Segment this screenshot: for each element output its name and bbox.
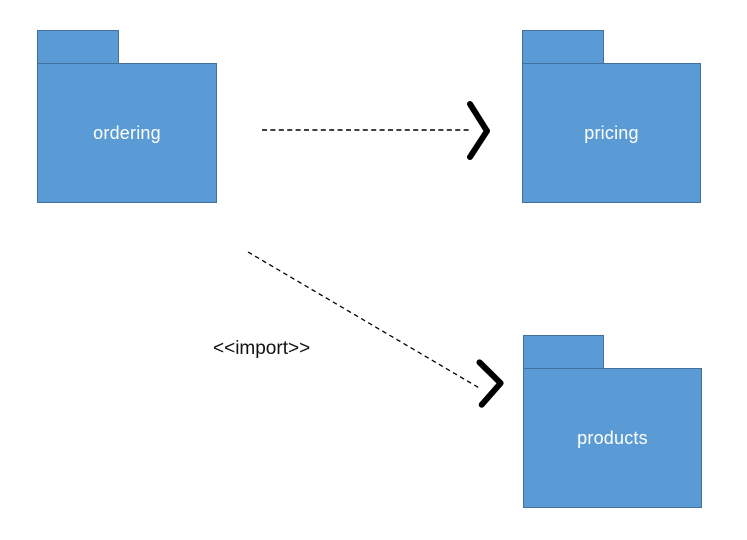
connector-ordering-to-products	[247, 251, 504, 408]
package-body-ordering: ordering	[37, 63, 217, 203]
package-label-pricing: pricing	[584, 123, 639, 143]
package-label-ordering: ordering	[93, 123, 161, 143]
package-tab-ordering	[37, 30, 119, 64]
arrowhead-open-icon	[467, 101, 490, 160]
package-body-products: products	[523, 368, 702, 508]
package-tab-pricing	[522, 30, 604, 64]
connector-label-import: <<import>>	[213, 338, 311, 359]
connector-ordering-to-pricing	[262, 101, 490, 160]
package-label-products: products	[577, 428, 648, 448]
arrowhead-open-icon	[476, 359, 504, 408]
package-body-pricing: pricing	[522, 63, 701, 203]
package-tab-products	[523, 335, 604, 369]
